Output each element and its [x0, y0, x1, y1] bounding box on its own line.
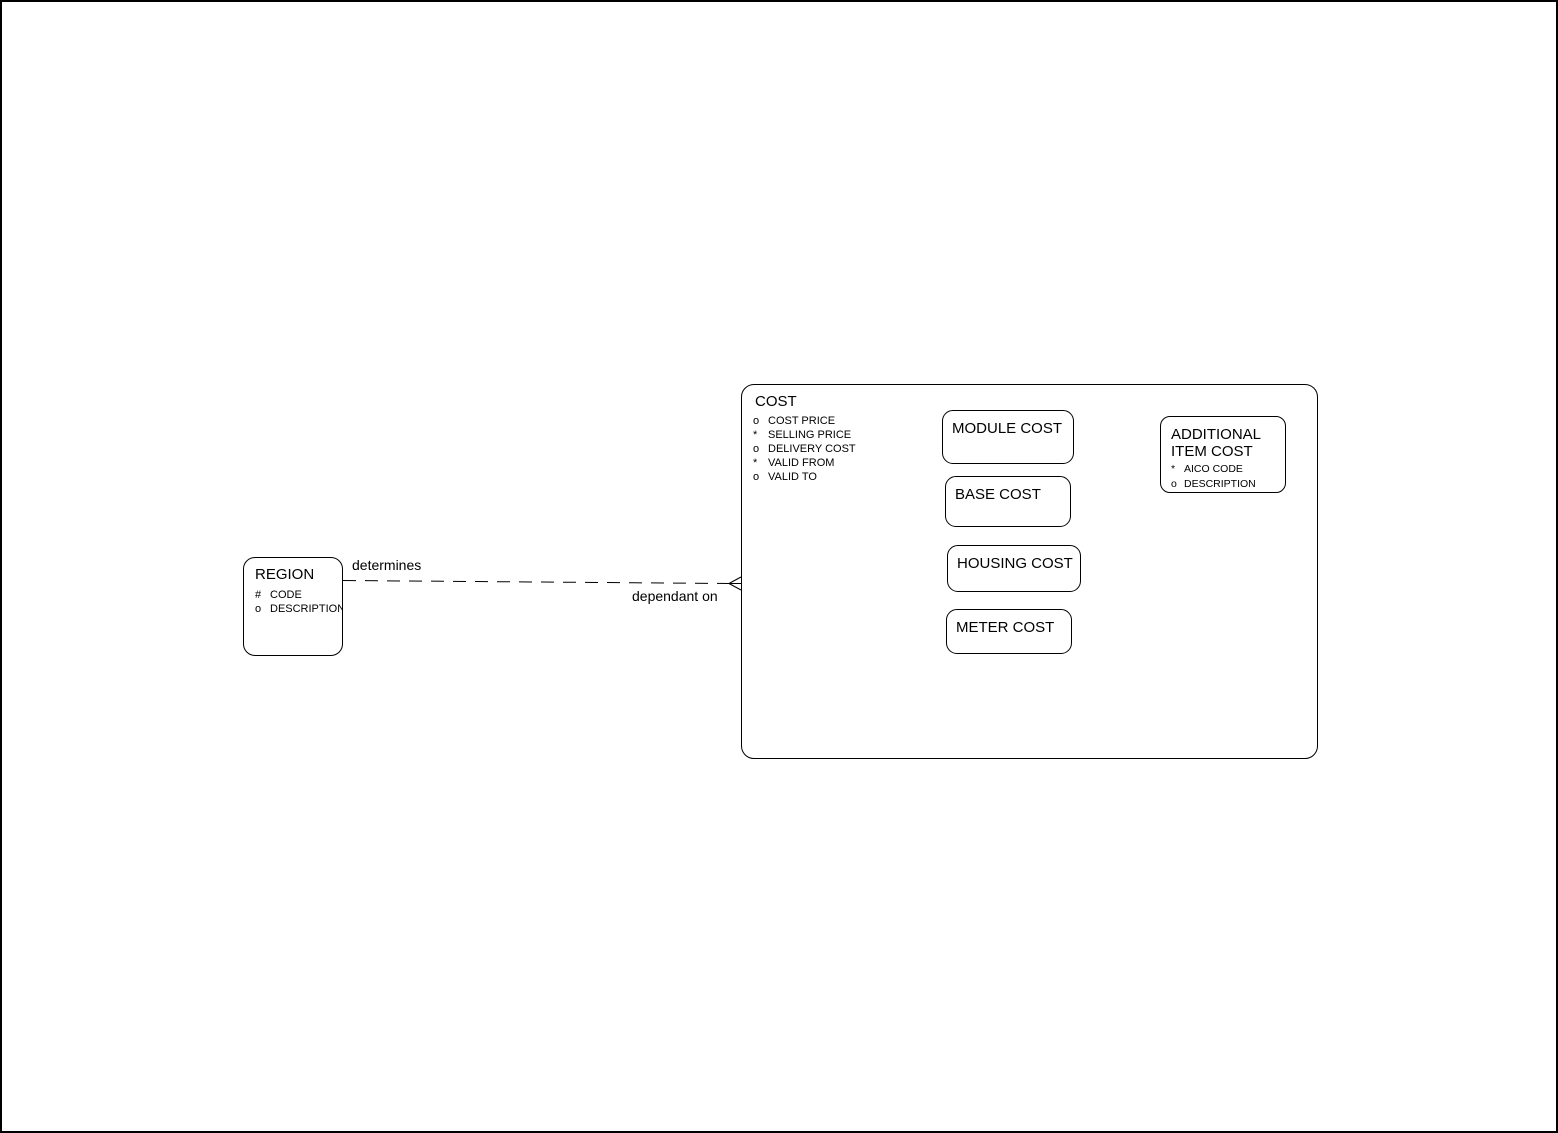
attribute-optionality-mark: #: [255, 589, 262, 601]
attribute-name: CODE: [270, 589, 302, 601]
attribute-name: VALID TO: [768, 471, 817, 483]
attribute-optionality-mark: o: [1171, 478, 1177, 490]
attribute-row: * SELLING PRICE: [753, 428, 856, 442]
entity-region[interactable]: REGION # CODE o DESCRIPTION: [243, 557, 343, 656]
attribute-optionality-mark: *: [753, 457, 758, 469]
attribute-optionality-mark: o: [753, 443, 760, 455]
subtype-base-cost[interactable]: BASE COST: [945, 476, 1071, 527]
entity-region-title: REGION: [255, 566, 315, 583]
attribute-optionality-mark: o: [753, 415, 760, 427]
attribute-optionality-mark: o: [255, 603, 262, 615]
attribute-row: # CODE: [255, 588, 342, 602]
attribute-row: o DELIVERY COST: [753, 442, 856, 456]
attribute-name: AICO CODE: [1184, 463, 1243, 475]
attribute-optionality-mark: *: [1171, 463, 1176, 475]
title-line-1: ADDITIONAL: [1171, 426, 1262, 443]
attribute-optionality-mark: o: [753, 471, 760, 483]
attribute-name: DELIVERY COST: [768, 443, 856, 455]
attribute-name: DESCRIPTION: [1184, 478, 1256, 490]
subtype-module-cost-label: MODULE COST: [952, 420, 1063, 437]
attribute-name: DESCRIPTION: [270, 603, 343, 615]
relationship-determines-dependant-on[interactable]: [342, 576, 742, 591]
subtype-base-cost-label: BASE COST: [955, 486, 1041, 503]
attribute-row: * AICO CODE: [1171, 462, 1256, 477]
relationship-dashed-line[interactable]: [342, 580, 730, 584]
attribute-optionality-mark: *: [753, 429, 758, 441]
subtype-meter-cost[interactable]: METER COST: [946, 609, 1072, 654]
subtype-housing-cost-label: HOUSING COST: [957, 555, 1073, 572]
attribute-row: * VALID FROM: [753, 456, 856, 470]
crows-foot-icon: [728, 576, 742, 591]
subtype-additional-item-cost[interactable]: ADDITIONAL ITEM COST * AICO CODE o DESCR…: [1160, 416, 1286, 493]
attribute-name: COST PRICE: [768, 415, 836, 427]
relationship-label-dependant-on: dependant on: [632, 588, 718, 604]
subtype-housing-cost[interactable]: HOUSING COST: [947, 545, 1081, 592]
attribute-row: o COST PRICE: [753, 414, 856, 428]
attribute-row: o VALID TO: [753, 470, 856, 484]
entity-cost-title: COST: [755, 393, 797, 410]
attribute-name: VALID FROM: [768, 457, 835, 469]
attribute-row: o DESCRIPTION: [255, 602, 343, 616]
attribute-row: o DESCRIPTION: [1171, 477, 1256, 492]
entity-region-attributes: # CODE o DESCRIPTION: [255, 588, 343, 616]
additional-item-cost-attributes: * AICO CODE o DESCRIPTION: [1171, 462, 1256, 492]
relationship-label-determines: determines: [352, 557, 422, 573]
title-line-2: ITEM COST: [1171, 443, 1253, 460]
entity-cost-attributes: o COST PRICE * SELLING PRICE o DELIVERY …: [753, 414, 856, 484]
subtype-module-cost[interactable]: MODULE COST: [942, 410, 1074, 464]
attribute-name: SELLING PRICE: [768, 429, 852, 441]
subtype-additional-item-cost-title: ADDITIONAL ITEM COST: [1171, 426, 1261, 460]
subtype-meter-cost-label: METER COST: [956, 619, 1055, 636]
